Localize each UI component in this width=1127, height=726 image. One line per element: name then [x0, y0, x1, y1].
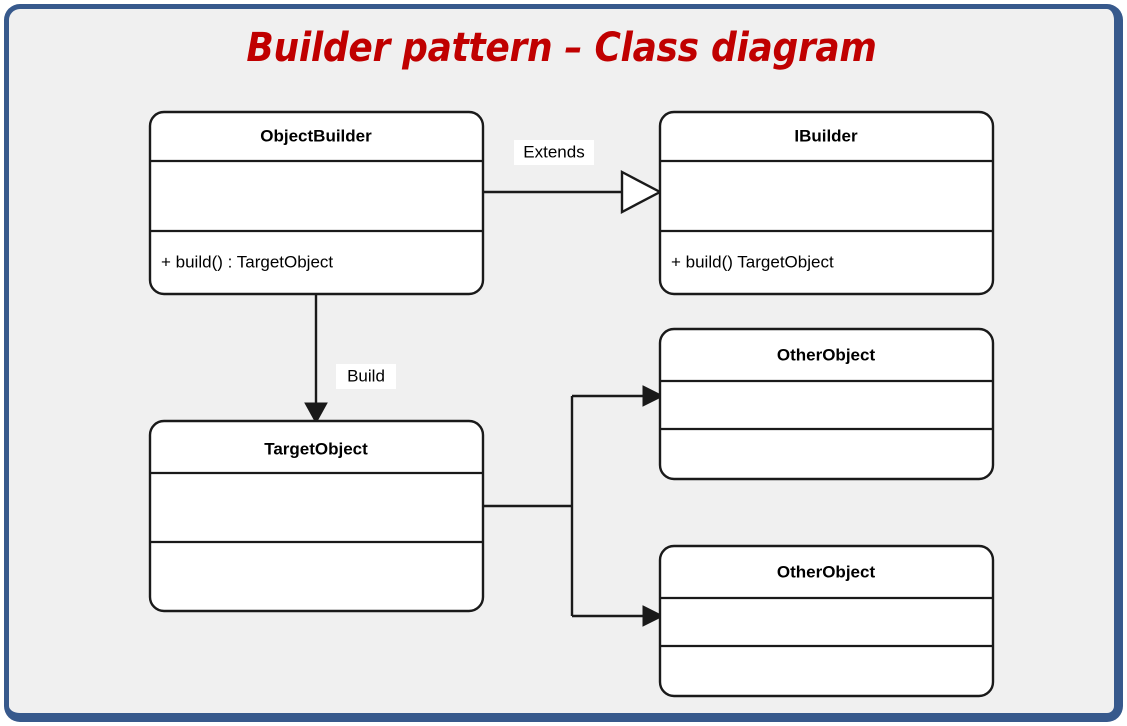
class-method: + build() TargetObject	[671, 252, 834, 271]
extends-label-background	[514, 140, 594, 165]
class-box-object-builder[interactable]: ObjectBuilder + build() : TargetObject	[148, 110, 485, 296]
class-box-target-object[interactable]: TargetObject	[148, 419, 485, 613]
uml-class-diagram: Extends Build ObjectBuilder	[148, 110, 995, 698]
class-name: IBuilder	[794, 126, 858, 145]
uses-trunk-line	[483, 394, 649, 618]
class-box-other-object-top[interactable]: OtherObject	[658, 327, 995, 481]
class-box-outline	[148, 110, 485, 296]
class-box-other-object-bottom[interactable]: OtherObject	[658, 544, 995, 698]
class-name: OtherObject	[777, 345, 876, 364]
class-box-ibuilder[interactable]: IBuilder + build() TargetObject	[658, 110, 995, 296]
class-method: + build() : TargetObject	[161, 252, 333, 271]
build-label: Build	[347, 366, 385, 385]
relationship-uses	[483, 385, 665, 627]
uses-top-arrowhead-icon	[642, 385, 665, 407]
relationship-build: Build	[304, 294, 396, 425]
class-name: OtherObject	[777, 562, 876, 581]
build-arrowhead-icon	[304, 402, 328, 425]
build-label-background	[336, 364, 396, 389]
relationship-extends: Extends	[483, 140, 663, 214]
class-box-outline	[148, 419, 485, 613]
class-name: ObjectBuilder	[260, 126, 372, 145]
slide-surface: Builder pattern – Class diagram Extends …	[9, 9, 1114, 713]
class-box-outline	[658, 544, 995, 698]
page-title: Builder pattern – Class diagram	[246, 25, 877, 71]
slide-frame: Builder pattern – Class diagram Extends …	[4, 4, 1123, 722]
generalization-arrowhead-icon	[620, 170, 663, 214]
class-name: TargetObject	[264, 439, 368, 458]
uses-bottom-arrowhead-icon	[642, 605, 665, 627]
class-box-outline	[658, 327, 995, 481]
extends-label: Extends	[523, 142, 584, 161]
class-box-outline	[658, 110, 995, 296]
